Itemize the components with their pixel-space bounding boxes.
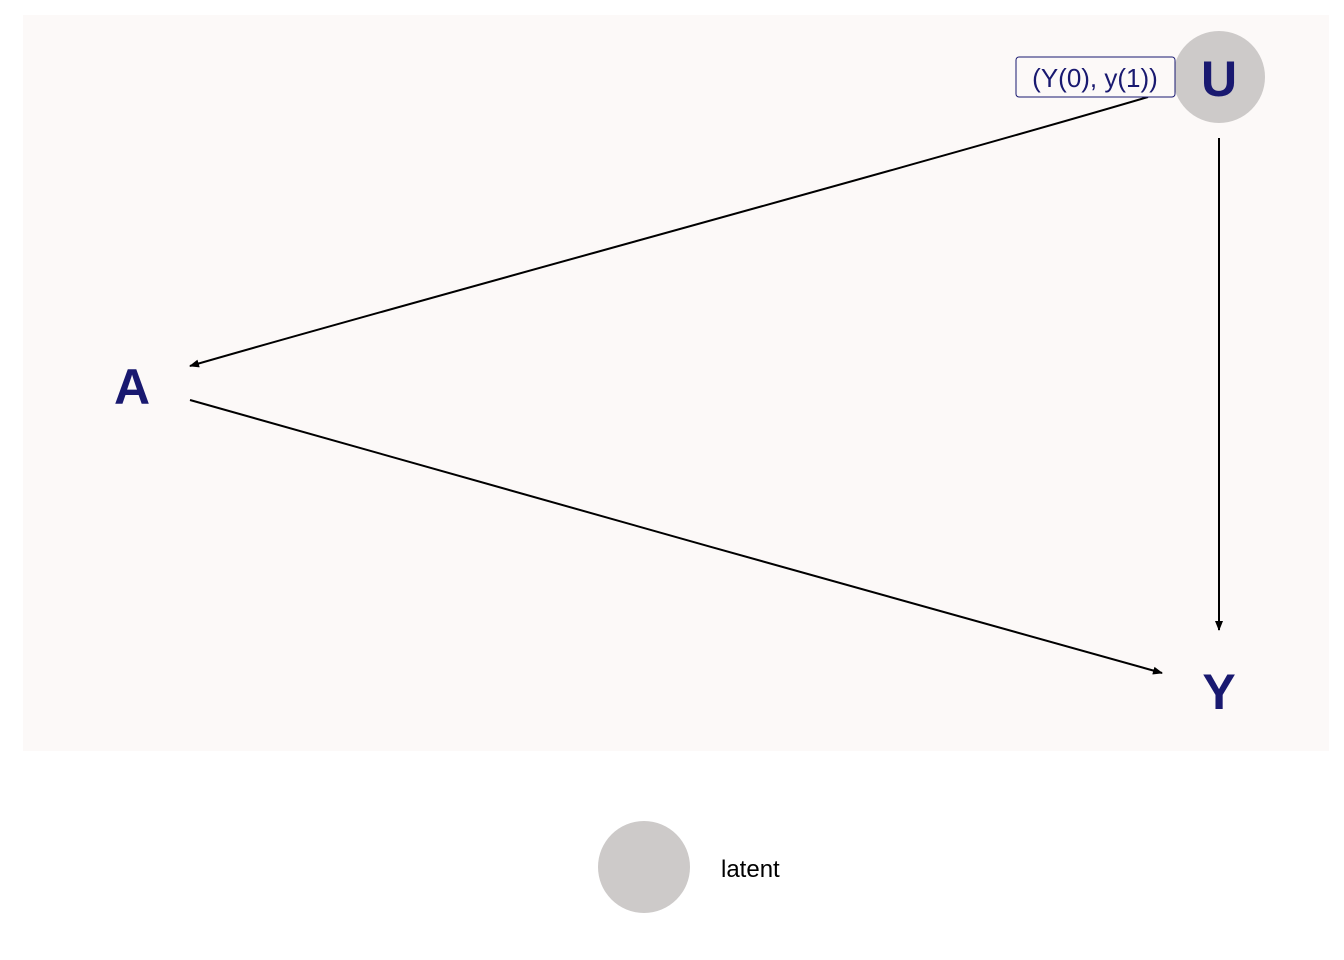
legend: latent (598, 821, 780, 913)
node-label-u: U (1201, 51, 1237, 107)
latent-node-circle (1173, 31, 1265, 123)
edge-u-to-a (189, 96, 1149, 368)
node-label-a: A (114, 359, 150, 415)
annotation-box (1015, 56, 1176, 98)
plot-panel (23, 15, 1329, 751)
edges (189, 96, 1223, 675)
node-label-y: Y (1202, 664, 1235, 720)
legend-latent-label: latent (721, 856, 780, 883)
edge-a-to-y (189, 399, 1163, 675)
annotation-text: (Y(0), y(1)) (1032, 63, 1158, 93)
potential-outcomes-annotation: (Y(0), y(1)) (1015, 56, 1176, 98)
legend-latent-key (598, 821, 690, 913)
